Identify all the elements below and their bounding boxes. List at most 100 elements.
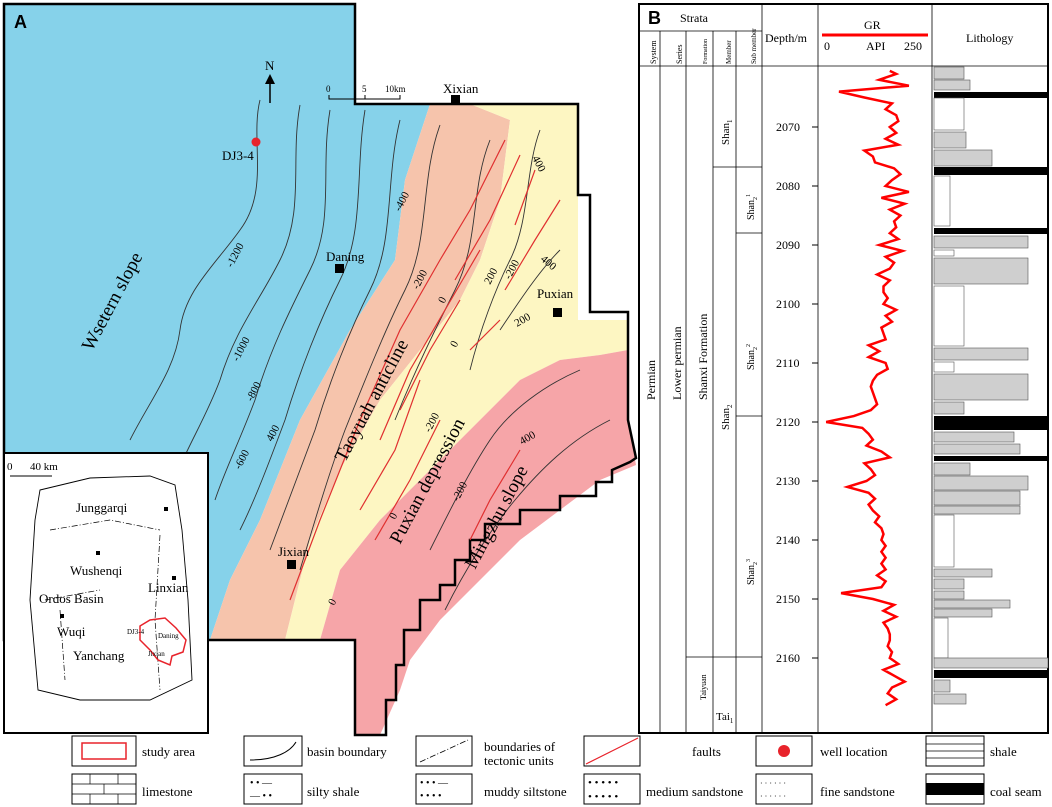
- svg-text:• • • • •: • • • • •: [588, 791, 618, 803]
- xixian-label: Xixian: [443, 81, 479, 96]
- svg-text:Shan1: Shan1: [720, 119, 734, 145]
- sub-c-sub: 2: [753, 562, 759, 565]
- depth-tick-label: 2120: [776, 415, 800, 429]
- svg-text:Wuqi: Wuqi: [57, 624, 86, 639]
- puxian-depression-region: [285, 104, 628, 640]
- member-shan2-sub: 2: [726, 404, 734, 408]
- contour-label: 0: [326, 596, 339, 607]
- svg-text:40 km: 40 km: [30, 461, 58, 473]
- gr-min: 0: [824, 39, 830, 53]
- study-area-swatch: [81, 742, 127, 760]
- puxian-label: Puxian: [537, 286, 574, 301]
- mingzhu-slope-region: [320, 350, 636, 735]
- legend-coal-seam: coal seam: [990, 784, 1042, 799]
- depth-tick-label: 2130: [776, 474, 800, 488]
- contour-label: 0: [436, 294, 449, 305]
- gr-title: GR: [864, 18, 881, 32]
- legend-medium-sandstone: medium sandstone: [646, 784, 743, 799]
- svg-text:Shan21: Shan21: [746, 194, 759, 220]
- legend-well-location: well location: [820, 744, 888, 759]
- lithology-column: [933, 66, 1049, 705]
- well-location-swatch: [778, 745, 790, 757]
- medium-sandstone-swatch: [583, 773, 641, 805]
- gr-curve: [825, 69, 910, 707]
- system-value: Permian: [644, 360, 658, 400]
- legend-tectonic-2: tectonic units: [484, 753, 554, 768]
- legend-tectonic-1: boundaries of: [484, 739, 556, 754]
- legend-study-area: study area: [142, 744, 195, 759]
- member-shan1-sub: 1: [726, 119, 734, 123]
- svg-text:0: 0: [7, 461, 13, 473]
- depth-tick-label: 2140: [776, 533, 800, 547]
- daning-marker: [335, 264, 344, 273]
- svg-text:Shan2: Shan2: [720, 404, 734, 430]
- formation-taiyuan: Taiyuan: [699, 674, 708, 700]
- xixian-marker: [451, 95, 460, 104]
- svg-text:N: N: [265, 58, 275, 73]
- svg-text:• • • —: • • • —: [420, 778, 449, 789]
- gr-max: 250: [904, 39, 922, 53]
- sub-b-sub: 2: [753, 347, 759, 350]
- depth-tick-label: 2070: [776, 120, 800, 134]
- lithology-header: Lithology: [966, 31, 1013, 45]
- legend: study area basin boundary boundaries of …: [71, 735, 1042, 805]
- fault-lines: [289, 139, 561, 601]
- depth-tick-label: 2100: [776, 297, 800, 311]
- svg-text:10km: 10km: [385, 84, 406, 94]
- svg-text:Ordos Basin: Ordos Basin: [39, 591, 104, 606]
- svg-text:Shan23: Shan23: [746, 559, 759, 585]
- depth-header: Depth/m: [765, 31, 808, 45]
- sub-b-sup: 2: [746, 344, 752, 347]
- legend-shale: shale: [990, 744, 1017, 759]
- depth-tick-label: 2150: [776, 592, 800, 606]
- system-header: System: [649, 40, 658, 64]
- svg-text:Jixian: Jixian: [148, 650, 165, 658]
- contour-label: 0: [448, 338, 461, 349]
- gr-unit: API: [866, 39, 885, 53]
- sub-b: Shan: [746, 350, 757, 370]
- svg-text:DJ3-4: DJ3-4: [127, 628, 145, 636]
- tectonic-boundary-swatch: [419, 739, 469, 763]
- member-shan1: Shan: [720, 123, 732, 146]
- legend-fine-sandstone: fine sandstone: [820, 784, 895, 799]
- member-header: Member: [725, 40, 733, 64]
- depth-tick-label: 2110: [776, 356, 800, 370]
- depth-tick-label: 2160: [776, 651, 800, 665]
- jixian-marker: [287, 560, 296, 569]
- svg-text:Junggarqi: Junggarqi: [76, 500, 128, 515]
- sub-a-sup: 1: [746, 194, 752, 197]
- contour-label: 0: [387, 510, 400, 521]
- panel-b-label: B: [648, 8, 661, 28]
- svg-text:• • • • •: • • • • •: [588, 777, 618, 789]
- formation-header: Formation: [703, 39, 709, 64]
- well-location-icon: [251, 137, 261, 147]
- member-tai-sub: 1: [730, 717, 734, 725]
- muddy-siltstone-swatch: [415, 773, 473, 805]
- well-label: DJ3-4: [222, 148, 254, 163]
- svg-text:Tai1: Tai1: [716, 711, 734, 725]
- member-tai: Tai: [716, 711, 730, 723]
- svg-text:Shan22: Shan22: [746, 344, 759, 370]
- svg-text:Yanchang: Yanchang: [73, 648, 125, 663]
- svg-text:· · · · · ·: · · · · · ·: [760, 792, 786, 801]
- jixian-label: Jixian: [278, 544, 310, 559]
- series-value: Lower permian: [670, 326, 684, 400]
- sub-a-sub: 2: [753, 197, 759, 200]
- fault-swatch: [585, 737, 639, 765]
- legend-silty-shale: silty shale: [307, 784, 360, 799]
- depth-tick-label: 2090: [776, 238, 800, 252]
- puxian-marker: [553, 308, 562, 317]
- member-shan2: Shan: [720, 408, 732, 431]
- contour-lines: [129, 99, 611, 611]
- legend-muddy-siltstone: muddy siltstone: [484, 784, 567, 799]
- svg-text:• • —: • • —: [250, 778, 273, 789]
- scale-bar: 0 5 10km: [326, 84, 406, 100]
- places: Xixian Daning Puxian Jixian DJ3-4: [222, 81, 574, 569]
- legend-limestone: limestone: [142, 784, 193, 799]
- study-area-boundary: [2, 2, 638, 737]
- series-header: Series: [675, 44, 684, 64]
- basin-boundary-swatch: [249, 741, 297, 761]
- svg-text:Daning: Daning: [158, 632, 179, 640]
